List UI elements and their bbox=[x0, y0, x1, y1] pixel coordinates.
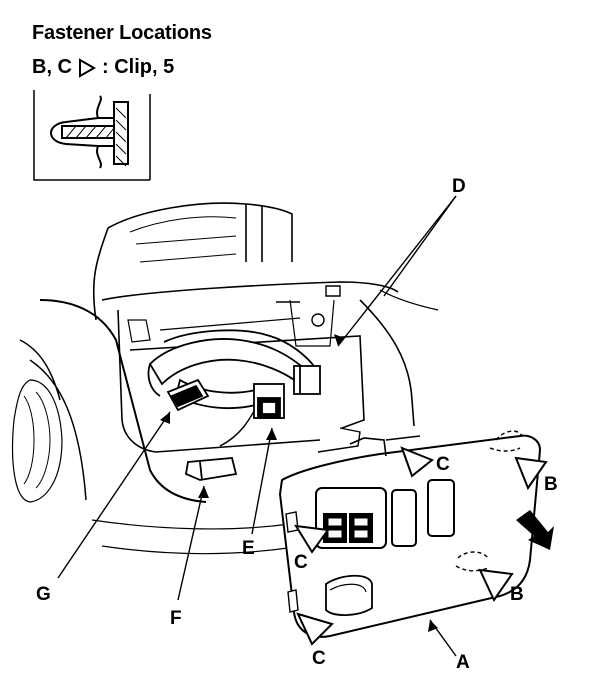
callout-e: E bbox=[242, 538, 255, 559]
clip-hidden-outlines bbox=[455, 430, 523, 572]
legend-suffix: : Clip, 5 bbox=[102, 56, 175, 78]
clip-c-triangle-mid bbox=[294, 524, 330, 554]
legend-prefix: B, C bbox=[32, 56, 72, 78]
connector-f bbox=[184, 457, 238, 481]
callout-a: A bbox=[456, 652, 470, 673]
connector-d bbox=[293, 365, 321, 395]
callout-g: G bbox=[36, 584, 51, 605]
callout-f: F bbox=[170, 608, 182, 629]
clip-c-triangle-top bbox=[400, 446, 434, 478]
connector-g bbox=[166, 378, 210, 412]
callout-d: D bbox=[452, 176, 466, 197]
page-title: Fastener Locations bbox=[32, 22, 212, 44]
clip-markers bbox=[294, 446, 548, 646]
callout-c-bottom: C bbox=[312, 648, 326, 669]
panel-a bbox=[278, 434, 542, 638]
leader-arrowheads bbox=[160, 334, 438, 632]
clip-triangle-icon bbox=[78, 57, 96, 78]
callout-c-top: C bbox=[436, 454, 450, 475]
clip-c-triangle-bottom bbox=[296, 612, 334, 646]
fastener-legend: B, C : Clip, 5 bbox=[32, 56, 174, 79]
removal-direction-arrow bbox=[516, 510, 554, 550]
dashboard-structure bbox=[11, 202, 439, 555]
clip-detail-inset bbox=[33, 90, 151, 181]
callout-b-top: B bbox=[544, 474, 558, 495]
leader-lines bbox=[57, 195, 457, 657]
callout-b-bottom: B bbox=[510, 584, 524, 605]
clip-b-triangle-bottom bbox=[478, 568, 514, 603]
clip-b-triangle-top bbox=[514, 456, 548, 491]
connector-e bbox=[253, 383, 285, 419]
callout-c-mid: C bbox=[294, 552, 308, 573]
